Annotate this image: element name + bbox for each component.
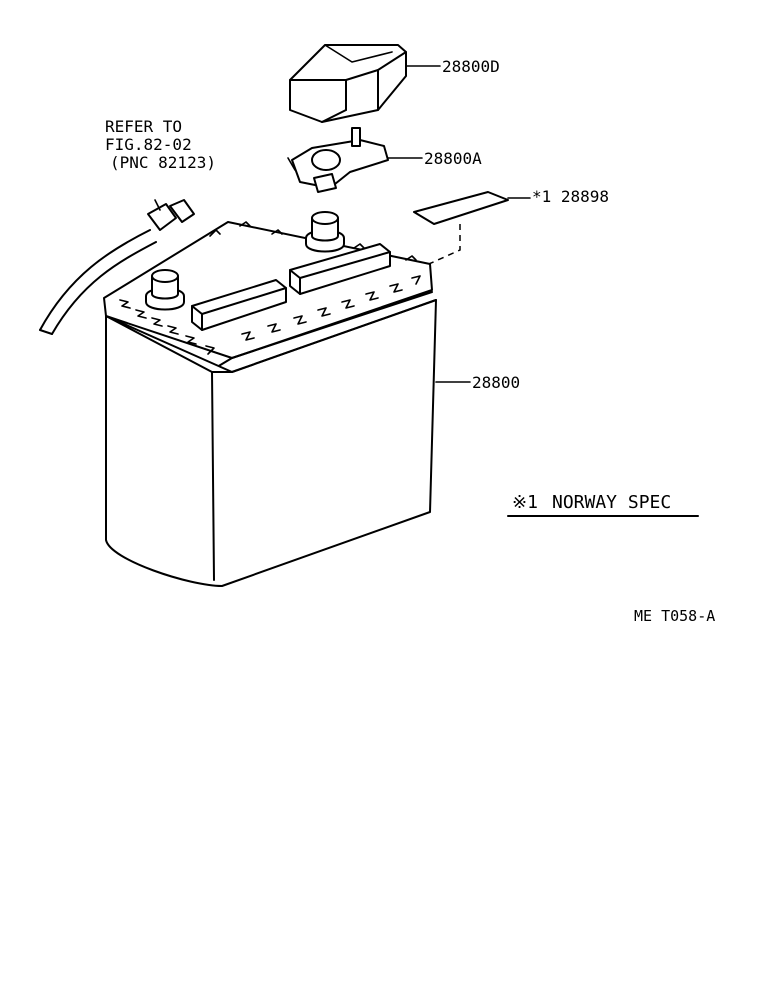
battery-cable [39,199,195,335]
label-sticker-part [413,191,509,225]
terminal-cover-part [289,44,407,123]
label-28898: *1 28898 [532,187,609,206]
leader-sticker-dashed [419,224,461,269]
note-mark: ※1 [512,492,538,513]
label-28800D: 28800D [442,57,500,76]
figure-code: ME T058-A [634,607,715,625]
note-text: NORWAY SPEC [552,492,671,513]
battery-body [103,211,437,587]
refer-line-1: REFER TO [105,117,182,136]
label-28800: 28800 [472,373,520,392]
refer-line-2: FIG.82-02 [105,135,192,154]
refer-line-3: (PNC 82123) [110,153,216,172]
label-28800A: 28800A [424,149,482,168]
terminal-clamp-part [287,127,389,193]
